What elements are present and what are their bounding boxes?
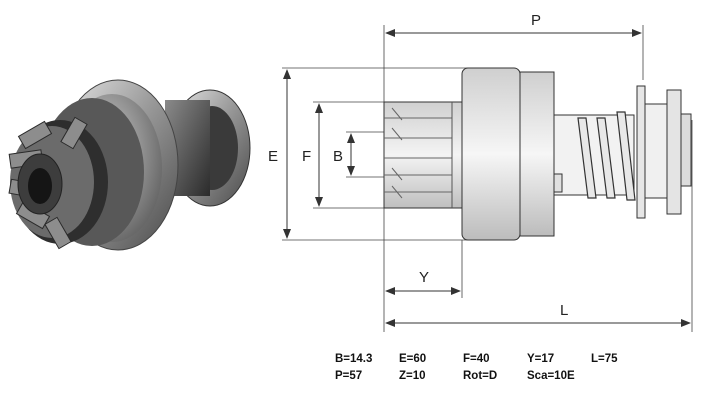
- label-p: P: [531, 12, 541, 29]
- technical-drawing: P E F B Y L: [268, 12, 693, 332]
- spec-f: F=40: [463, 353, 490, 365]
- spring: [577, 111, 636, 201]
- spec-p: P=57: [335, 370, 363, 382]
- spec-row-1: B=14.3 E=60 F=40 Y=17 L=75: [335, 353, 655, 370]
- spec-e: E=60: [399, 353, 427, 365]
- drawing-pinion: [383, 101, 463, 209]
- spec-l: L=75: [591, 353, 618, 365]
- label-b: B: [333, 148, 343, 165]
- spec-rot: Rot=D: [463, 370, 498, 382]
- spec-z: Z=10: [399, 370, 426, 382]
- spec-sca: Sca=10E: [527, 370, 575, 382]
- drawing-housing: [461, 67, 521, 241]
- label-y: Y: [419, 269, 429, 286]
- product-photo: [8, 79, 251, 251]
- part-outline: [383, 67, 692, 241]
- label-f: F: [302, 148, 311, 165]
- spec-row-2: P=57 Z=10 Rot=D Sca=10E: [335, 370, 655, 387]
- label-l: L: [560, 302, 568, 319]
- spec-table: B=14.3 E=60 F=40 Y=17 L=75 P=57 Z=10 Rot…: [335, 353, 655, 387]
- label-e: E: [268, 148, 278, 165]
- spec-y: Y=17: [527, 353, 555, 365]
- spec-b: B=14.3: [335, 353, 373, 365]
- pinion-gear: [8, 116, 108, 250]
